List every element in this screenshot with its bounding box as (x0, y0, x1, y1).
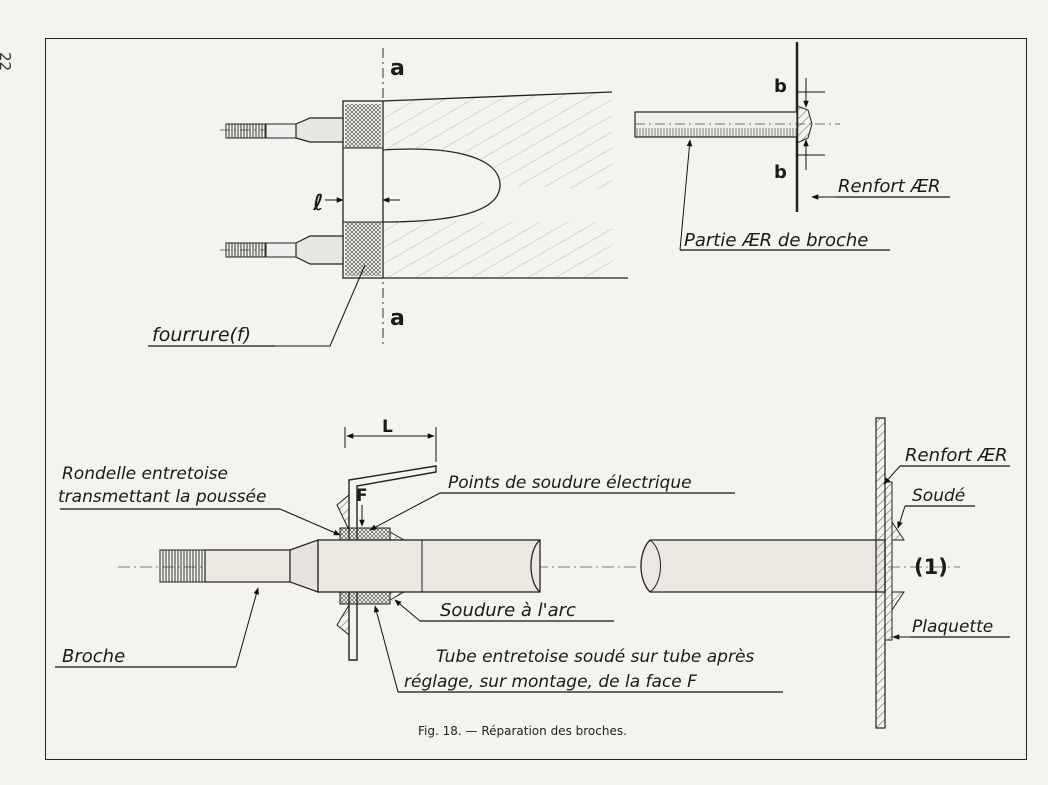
label-one: (1) (914, 555, 948, 579)
section-mark-a-bottom: a (390, 306, 405, 331)
section-mark-a-top: a (390, 56, 405, 81)
label-tube-1: Tube entretoise soudé sur tube après (436, 647, 754, 667)
label-broche: Broche (62, 646, 125, 667)
dim-L: L (382, 417, 393, 437)
top-right-view (634, 42, 950, 251)
dim-b-top: b (774, 76, 787, 97)
top-left-view (148, 48, 628, 347)
figure-frame (45, 38, 1027, 760)
label-tube-2: réglage, sur montage, de la face F (404, 672, 697, 692)
bottom-view (55, 417, 1010, 729)
face-F: F (356, 486, 368, 506)
label-soude: Soudé (912, 486, 965, 506)
label-renfort-top: Renfort ÆR (838, 176, 941, 197)
label-fourrure: fourrure(f) (152, 324, 251, 346)
dim-b-bottom: b (774, 162, 787, 183)
label-rondelle-2: transmettant la poussée (58, 487, 266, 507)
label-soudure-arc: Soudure à l'arc (440, 600, 576, 621)
label-rondelle-1: Rondelle entretoise (62, 464, 228, 484)
label-points-soudure: Points de soudure électrique (448, 473, 692, 493)
label-partie-broche: Partie ÆR de broche (684, 230, 868, 251)
figure-caption: Fig. 18. — Réparation des broches. (418, 724, 627, 738)
dim-l: ℓ (312, 191, 323, 216)
label-plaquette: Plaquette (912, 617, 993, 637)
label-renfort-bottom: Renfort ÆR (905, 445, 1008, 466)
